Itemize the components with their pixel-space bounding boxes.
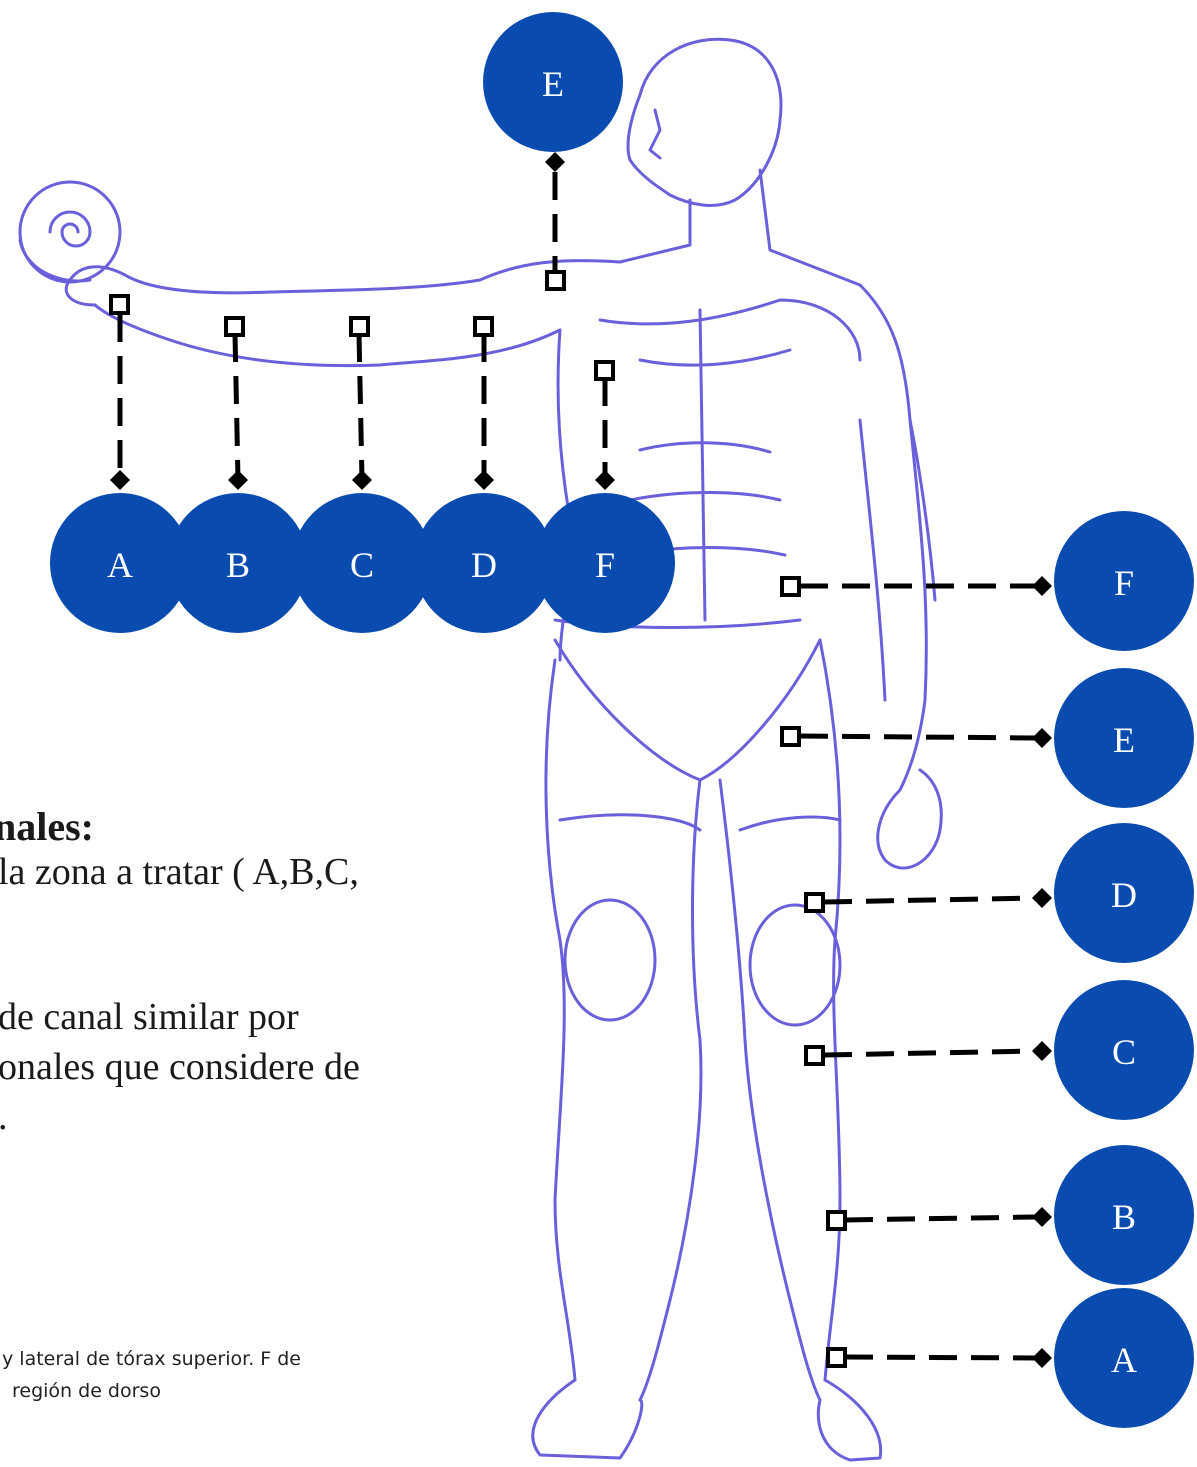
badge-label: B <box>1112 1197 1136 1237</box>
badge-arm-c[interactable]: C <box>292 493 432 633</box>
body-line-1: la zona a tratar ( A,B,C, <box>0 850 359 894</box>
badge-right-b[interactable]: B <box>1054 1145 1194 1285</box>
badge-right-a[interactable]: A <box>1054 1288 1194 1428</box>
badge-label: E <box>1113 720 1135 760</box>
badge-label: E <box>542 64 564 104</box>
badge-label: C <box>1112 1032 1136 1072</box>
badge-arm-f[interactable]: F <box>535 493 675 633</box>
body-line-3: onales que considere de <box>0 1045 360 1089</box>
right-column-badges: F E D C B A <box>1054 511 1194 1428</box>
badge-label: A <box>107 545 133 585</box>
human-figure-sketch <box>20 39 941 1460</box>
badge-label: D <box>1111 875 1137 915</box>
footnote-line-2: región de dorso <box>12 1380 161 1402</box>
badge-arm-d[interactable]: D <box>414 493 554 633</box>
body-line-2: de canal similar por <box>0 995 299 1039</box>
badge-right-c[interactable]: C <box>1054 980 1194 1120</box>
badge-head-e[interactable]: E <box>483 12 623 152</box>
badge-label: F <box>1114 563 1134 603</box>
badge-right-d[interactable]: D <box>1054 823 1194 963</box>
badge-label: F <box>595 545 615 585</box>
badge-label: D <box>471 545 497 585</box>
badge-label: B <box>226 545 250 585</box>
section-heading: nales: <box>0 803 94 850</box>
footnote-line-1: y lateral de tórax superior. F de <box>2 1348 301 1370</box>
body-line-4: . <box>0 1095 8 1139</box>
anchor-squares <box>111 272 845 1366</box>
badge-right-e[interactable]: E <box>1054 668 1194 808</box>
badge-label: C <box>350 545 374 585</box>
badge-label: A <box>1111 1340 1137 1380</box>
badge-right-f[interactable]: F <box>1054 511 1194 651</box>
arm-badges: A B C D F <box>50 493 675 633</box>
badge-arm-b[interactable]: B <box>168 493 308 633</box>
